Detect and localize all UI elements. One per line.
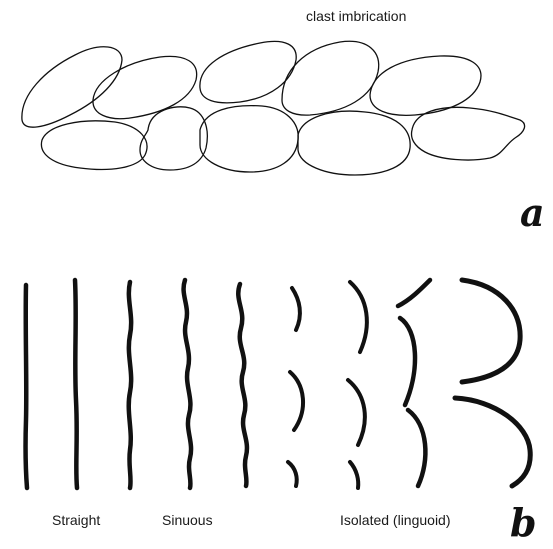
linguoid-crest xyxy=(400,318,415,405)
label-straight: Straight xyxy=(52,512,100,528)
straight-crest xyxy=(75,280,77,488)
panel-b-letter: b xyxy=(510,500,537,545)
sinuous-crest xyxy=(238,284,247,486)
clast-imbrication-diagram xyxy=(22,41,525,175)
linguoid-crest xyxy=(350,462,358,488)
sinuous-crest xyxy=(184,280,191,488)
linguoid-crest xyxy=(290,372,303,430)
ripple-crest-diagram xyxy=(26,280,531,488)
linguoid-crest xyxy=(408,410,425,486)
clast xyxy=(140,107,207,170)
linguoid-crest xyxy=(455,398,530,486)
label-isolated: Isolated (linguoid) xyxy=(340,512,451,528)
clast xyxy=(22,47,122,127)
panel-a-letter: a xyxy=(520,190,545,235)
linguoid-crest xyxy=(398,280,430,306)
linguoid-crest xyxy=(292,288,300,330)
label-sinuous: Sinuous xyxy=(162,512,213,528)
clast xyxy=(298,111,410,175)
linguoid-crest xyxy=(348,380,365,445)
linguoid-crest xyxy=(288,462,297,486)
wavy-crest xyxy=(129,282,131,488)
clast xyxy=(282,41,379,115)
clast xyxy=(370,56,481,115)
linguoid-crest xyxy=(350,282,367,352)
clast xyxy=(200,106,298,172)
straight-crest xyxy=(26,285,27,488)
panel-a-title: clast imbrication xyxy=(306,8,406,24)
linguoid-crest xyxy=(462,280,520,382)
clast xyxy=(412,107,525,160)
clast xyxy=(41,121,147,170)
